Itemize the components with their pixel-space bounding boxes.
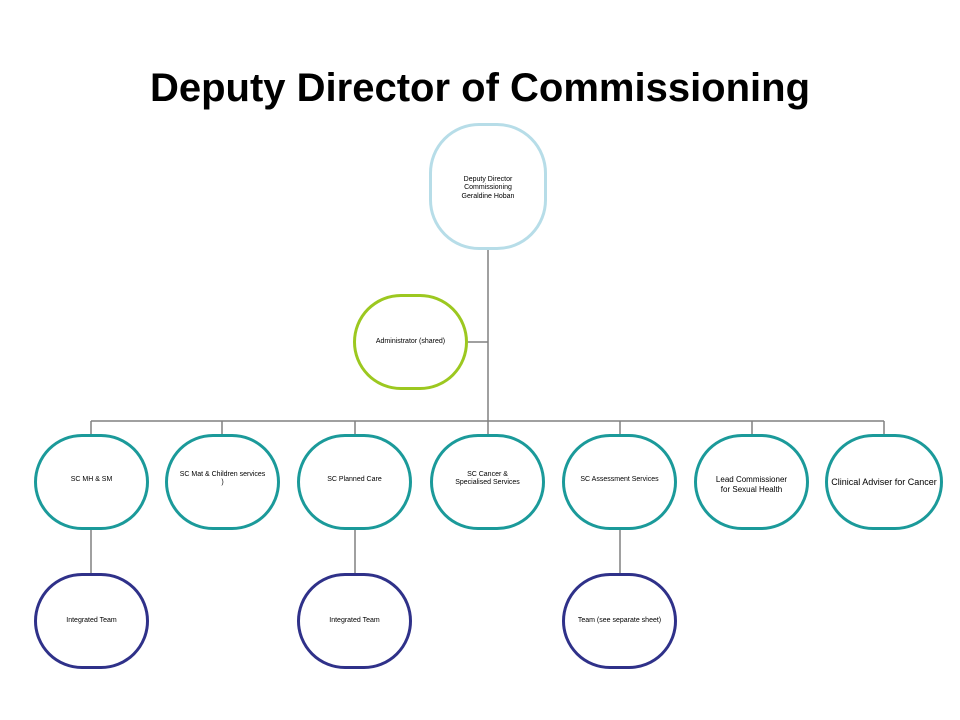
node-label: SC Cancer & Specialised Services (455, 471, 520, 487)
node-deputy-director: Deputy Director Commissioning Geraldine … (429, 123, 547, 250)
node-sc-assessment: SC Assessment Services (562, 434, 677, 530)
node-sc-cancer: SC Cancer & Specialised Services (430, 434, 545, 530)
node-label: Team (see separate sheet) (577, 616, 662, 624)
node-label: SC MH & SM (70, 476, 113, 483)
node-label: Integrated Team (66, 616, 117, 624)
node-sc-mat-children: SC Mat & Children services ) (165, 434, 280, 530)
node-sc-planned-care: SC Planned Care (297, 434, 412, 530)
node-label: SC Mat & Children services ) (179, 471, 266, 487)
node-lead-sexual-health: Lead Commissioner for Sexual Health (694, 434, 809, 530)
node-integrated-team-1: Integrated Team (34, 573, 149, 669)
node-label: SC Assessment Services (580, 476, 659, 483)
node-label: Integrated Team (329, 616, 380, 624)
node-label: Clinical Adviser for Cancer (831, 476, 937, 487)
node-integrated-team-2: Integrated Team (297, 573, 412, 669)
node-label: Deputy Director Commissioning Geraldine … (461, 176, 515, 200)
node-clinical-adviser-cancer: Clinical Adviser for Cancer (825, 434, 943, 530)
page-title: Deputy Director of Commissioning (149, 66, 811, 110)
node-label: Administrator (shared) (375, 337, 446, 345)
node-label: Lead Commissioner for Sexual Health (715, 475, 788, 494)
node-label: SC Planned Care (327, 476, 382, 483)
node-sc-mh-sm: SC MH & SM (34, 434, 149, 530)
node-administrator: Administrator (shared) (353, 294, 468, 390)
node-team-separate-sheet: Team (see separate sheet) (562, 573, 677, 669)
